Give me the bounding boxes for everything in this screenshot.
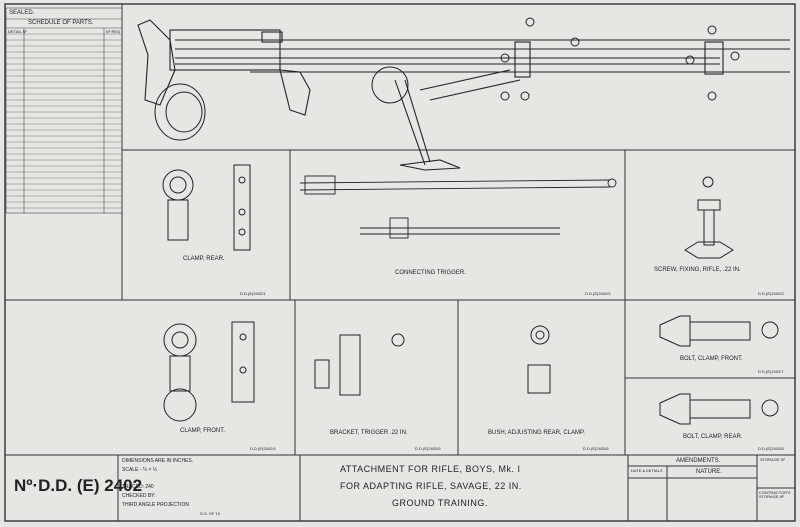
panel-7-caption: BOLT, CLAMP, FRONT.: [680, 356, 743, 362]
panel-8-ref: D.D.(E)2402/8: [758, 446, 784, 451]
panel-4-caption: CLAMP, FRONT.: [180, 428, 225, 434]
panel-6-ref: D.D.(E)2402/6: [583, 446, 609, 451]
note-dimensions: DIMENSIONS ARE IN INCHES.: [122, 458, 194, 464]
title-line-3: GROUND TRAINING.: [392, 498, 488, 508]
panel-4-ref: D.D.(E)2402/4: [250, 446, 276, 451]
amendments-title: AMENDMENTS.: [676, 458, 721, 464]
panel-7-ref: D.D.(E)2402/7: [758, 369, 784, 374]
note-ds: D.S. OF 15: [200, 511, 221, 516]
panel-1-caption: CLAMP, REAR.: [183, 256, 225, 262]
amendments-nature-col: NATURE.: [696, 469, 722, 475]
note-third-angle: THIRD ANGLE PROJECTION: [122, 502, 189, 508]
note-traced: TRACED: 240: [122, 484, 154, 490]
title-line-1: ATTACHMENT FOR RIFLE, BOYS, Mk. I: [340, 464, 521, 474]
sealed-label: SEALED.: [9, 10, 35, 16]
panel-3-ref: D.D.(E)2402/3: [758, 291, 784, 296]
panel-2-caption: CONNECTING TRIGGER.: [395, 270, 466, 276]
contractors-storage-no: CONTRACTOR'S STORAGE Nº: [759, 490, 791, 499]
panel-5-caption: BRACKET, TRIGGER .22 IN.: [330, 430, 408, 436]
panel-5-ref: D.D.(E)2402/5: [415, 446, 441, 451]
note-scale: SCALE - ¼ × ½: [122, 467, 157, 473]
panel-1-ref: D.D.(E)2402/1: [240, 291, 266, 296]
panel-2-ref: D.D.(E)2402/2: [585, 291, 611, 296]
panel-8-caption: BOLT, CLAMP, REAR.: [683, 434, 743, 440]
amendments-date-col: DATE & INITIALS: [631, 468, 663, 473]
panel-3-caption: SCREW, FIXING, RIFLE, .22 IN.: [654, 267, 741, 273]
req-header: Nº REQ: [106, 29, 121, 34]
title-line-2: FOR ADAPTING RIFLE, SAVAGE, 22 IN.: [340, 481, 522, 491]
drawing-number: Nº·D.D. (E) 2402: [14, 476, 143, 495]
panel-6-caption: BUSH, ADJUSTING REAR, CLAMP.: [488, 430, 585, 436]
storage-no: STORAGE Nº: [760, 457, 785, 462]
note-checked: CHECKED BY:: [122, 493, 156, 499]
schedule-title: SCHEDULE OF PARTS.: [28, 20, 94, 26]
detail-no-header: DETAIL Nº: [8, 29, 28, 34]
